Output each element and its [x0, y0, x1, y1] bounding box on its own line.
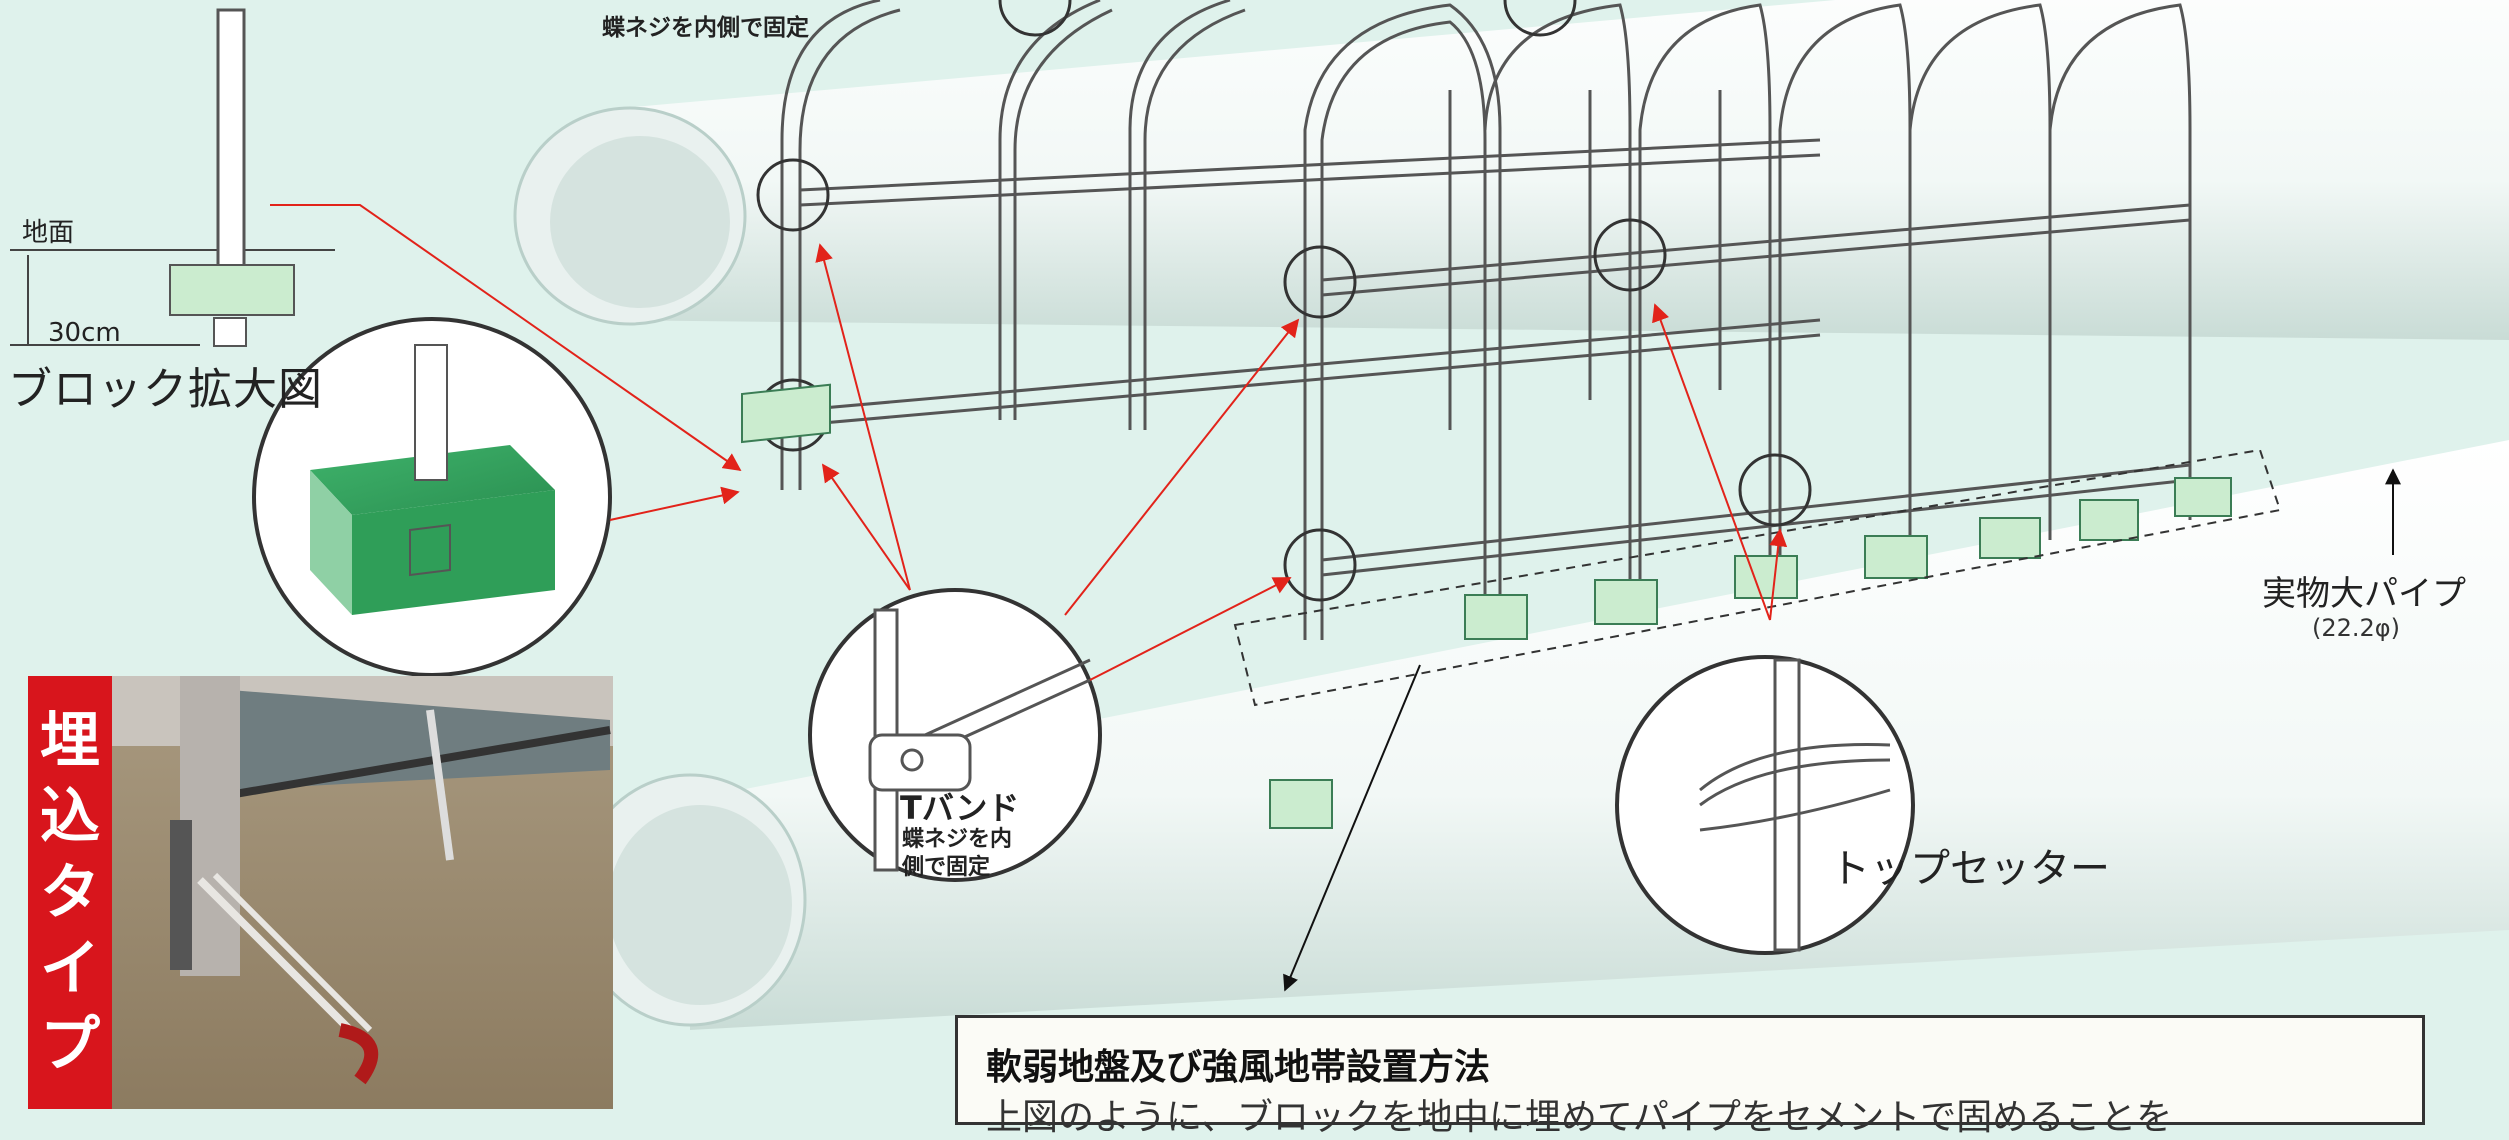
buried-block-outline — [1233, 448, 2282, 707]
ground-blocks — [741, 383, 2232, 829]
top-setter-magnified-view — [1615, 655, 1915, 955]
real-size-pipe-upper — [513, 0, 2509, 340]
tband-title: Tバンド — [900, 789, 1020, 827]
notice-title: 軟弱地盤及び強風地帯設置方法 — [986, 1047, 1491, 1088]
real-size-pipe-diameter: (22.2φ) — [2312, 614, 2400, 642]
black-pointers — [1283, 468, 2401, 992]
greenhouse-frame — [780, 0, 2192, 640]
badge-char: 埋 — [40, 705, 100, 776]
red-pointer-arrows — [270, 204, 1788, 681]
badge-char: プ — [40, 1009, 100, 1080]
badge-char: イ — [40, 933, 100, 1004]
tband-magnified-view — [808, 588, 1102, 882]
real-size-pipe-label: 実物大パイプ — [2262, 574, 2466, 614]
embedded-type-badge: 埋 込 タ イ プ — [28, 676, 112, 1109]
greenhouse-diagram — [10, 0, 2509, 1109]
block-cross-section — [10, 8, 335, 347]
real-size-pipe-lower — [573, 440, 2509, 1030]
badge-char: タ — [40, 857, 100, 928]
ground-label: 地面 — [22, 218, 75, 248]
tband-note: 蝶ネジを内側で固定 — [902, 827, 1013, 880]
depth-label: 30cm — [48, 318, 121, 348]
block-magnified-view — [252, 317, 612, 677]
top-note-label: 蝶ネジを内側で固定 — [602, 15, 809, 41]
top-setter-label: トップセッター — [1830, 846, 2110, 892]
notice-body: 上図のように、ブロックを地中に埋めてパイプをセメントで固めることを — [986, 1097, 2173, 1138]
embedded-type-photo — [28, 676, 613, 1109]
badge-char: 込 — [40, 781, 100, 852]
block-detail-title: ブロック拡大図 — [8, 364, 323, 415]
